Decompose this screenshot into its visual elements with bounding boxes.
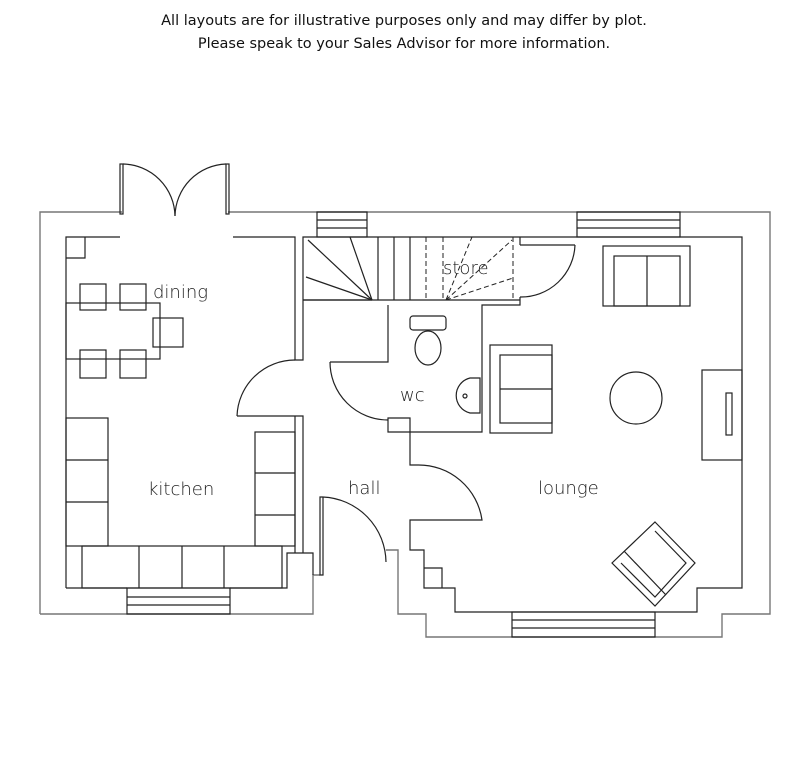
room-label-wc: wc bbox=[400, 385, 425, 406]
chair bbox=[79, 349, 107, 379]
dining-table bbox=[65, 302, 161, 360]
chair bbox=[152, 317, 184, 348]
armchair-angled bbox=[611, 521, 696, 607]
toilet-icon bbox=[409, 315, 447, 366]
french-doors bbox=[119, 163, 230, 217]
room-label-dining: dining bbox=[153, 282, 208, 303]
outer-wall bbox=[39, 211, 771, 638]
staircase bbox=[303, 236, 411, 301]
basin-icon bbox=[455, 377, 481, 414]
lounge-corner-box bbox=[424, 567, 443, 588]
front-door bbox=[319, 496, 387, 576]
room-label-hall: hall bbox=[348, 478, 380, 499]
room-label-kitchen: kitchen bbox=[148, 479, 214, 500]
windows bbox=[126, 211, 681, 638]
lounge-furniture bbox=[489, 245, 743, 607]
disclaimer-line-2: Please speak to your Sales Advisor for m… bbox=[197, 36, 611, 52]
coffee-table bbox=[609, 371, 663, 425]
store-door bbox=[519, 244, 576, 298]
doors bbox=[236, 244, 576, 576]
kitchen-corner-cupboard bbox=[66, 237, 86, 259]
chair bbox=[119, 283, 147, 311]
room-label-lounge: lounge bbox=[538, 478, 599, 499]
disclaimer-line-1: All layouts are for illustrative purpose… bbox=[161, 13, 647, 29]
lounge-door bbox=[417, 464, 483, 521]
disclaimer: All layouts are for illustrative purpose… bbox=[0, 10, 808, 56]
store-dashed bbox=[425, 236, 514, 301]
room-label-store: store bbox=[443, 258, 489, 279]
kitchen-units bbox=[65, 417, 296, 589]
dining-set bbox=[65, 283, 184, 379]
chair bbox=[119, 349, 147, 379]
wc-door bbox=[329, 361, 389, 421]
chair bbox=[79, 283, 107, 311]
tv-unit bbox=[701, 369, 743, 461]
kitchen-door bbox=[236, 359, 296, 417]
